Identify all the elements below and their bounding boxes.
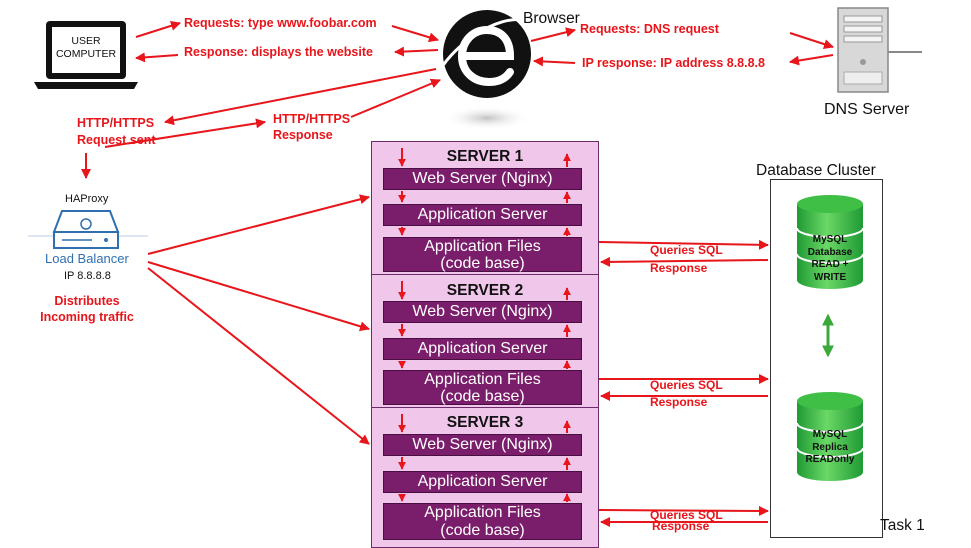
database-primary-label: MySQL Database READ + WRITE [795, 234, 865, 284]
application-files-box: Application Files (code base) [383, 237, 582, 272]
db-replica-line1: MySQL [812, 429, 848, 440]
db-replica-line3: READonly [805, 454, 855, 465]
dns-server-label: DNS Server [824, 101, 910, 118]
application-files-line1: Application Files [424, 238, 541, 255]
distributes-line2: Incoming traffic [40, 310, 134, 324]
load-balancer-icon [28, 210, 148, 249]
dns-server-icon [837, 7, 922, 93]
server-title: SERVER 2 [446, 282, 524, 299]
task-label: Task 1 [880, 517, 925, 534]
sql-response-label: Response [652, 519, 710, 533]
application-server-box: Application Server [383, 204, 582, 226]
application-files-line2: (code base) [440, 522, 525, 539]
web-server-box: Web Server (Nginx) [383, 301, 582, 323]
sql-queries-label: Queries SQL [650, 243, 723, 257]
dns-request-label: Requests: DNS request [580, 22, 719, 36]
database-replica-label: MySQL Replica READonly [795, 429, 865, 467]
web-server-box: Web Server (Nginx) [383, 168, 582, 190]
database-cluster-box [770, 179, 883, 538]
application-server-box: Application Server [383, 471, 582, 493]
browser-icon [438, 10, 531, 130]
load-balancer-ip: IP 8.8.8.8 [64, 270, 111, 282]
http-request-label: HTTP/HTTPS Request sent [77, 116, 156, 148]
sql-queries-label: Queries SQL [650, 378, 723, 392]
application-files-line1: Application Files [424, 504, 541, 521]
db-primary-line4: WRITE [813, 271, 847, 283]
ip-response-label: IP response: IP address 8.8.8.8 [582, 56, 765, 70]
database-cluster-title: Database Cluster [756, 162, 876, 179]
application-files-line2: (code base) [440, 255, 525, 272]
db-replica-line2: Replica [812, 441, 848, 453]
user-computer-line2: COMPUTER [55, 48, 117, 60]
db-primary-line3: READ + [811, 259, 849, 270]
application-server-box: Application Server [383, 338, 582, 360]
distributes-label: Distributes Incoming traffic [36, 293, 138, 325]
application-files-line1: Application Files [424, 371, 541, 388]
browser-label: Browser [523, 10, 580, 27]
http-request-line1: HTTP/HTTPS [77, 116, 155, 130]
http-response-line1: HTTP/HTTPS [273, 112, 351, 126]
db-primary-line2: Database [807, 246, 853, 258]
distributes-line1: Distributes [54, 294, 120, 308]
application-files-line2: (code base) [440, 388, 525, 405]
server-title: SERVER 1 [446, 148, 524, 165]
sql-response-label: Response [650, 261, 708, 275]
response-display-label: Response: displays the website [184, 45, 373, 59]
user-computer-line1: USER [71, 35, 101, 47]
laptop-icon [34, 21, 138, 89]
sql-queries-label: Queries SQL [650, 508, 723, 522]
db-primary-line1: MySQL [812, 234, 848, 245]
http-request-line2: Request sent [77, 133, 156, 147]
user-computer-label: USER COMPUTER [52, 35, 120, 61]
server-title: SERVER 3 [446, 414, 524, 431]
request-type-url-label: Requests: type www.foobar.com [184, 16, 377, 30]
application-files-box: Application Files (code base) [383, 503, 582, 540]
http-response-line2: Response [273, 128, 333, 142]
application-files-box: Application Files (code base) [383, 370, 582, 405]
sql-response-label: Response [650, 395, 708, 409]
haproxy-label: HAProxy [65, 193, 109, 205]
http-response-label: HTTP/HTTPS Response [273, 112, 350, 143]
load-balancer-name: Load Balancer [45, 251, 129, 266]
web-server-box: Web Server (Nginx) [383, 434, 582, 456]
